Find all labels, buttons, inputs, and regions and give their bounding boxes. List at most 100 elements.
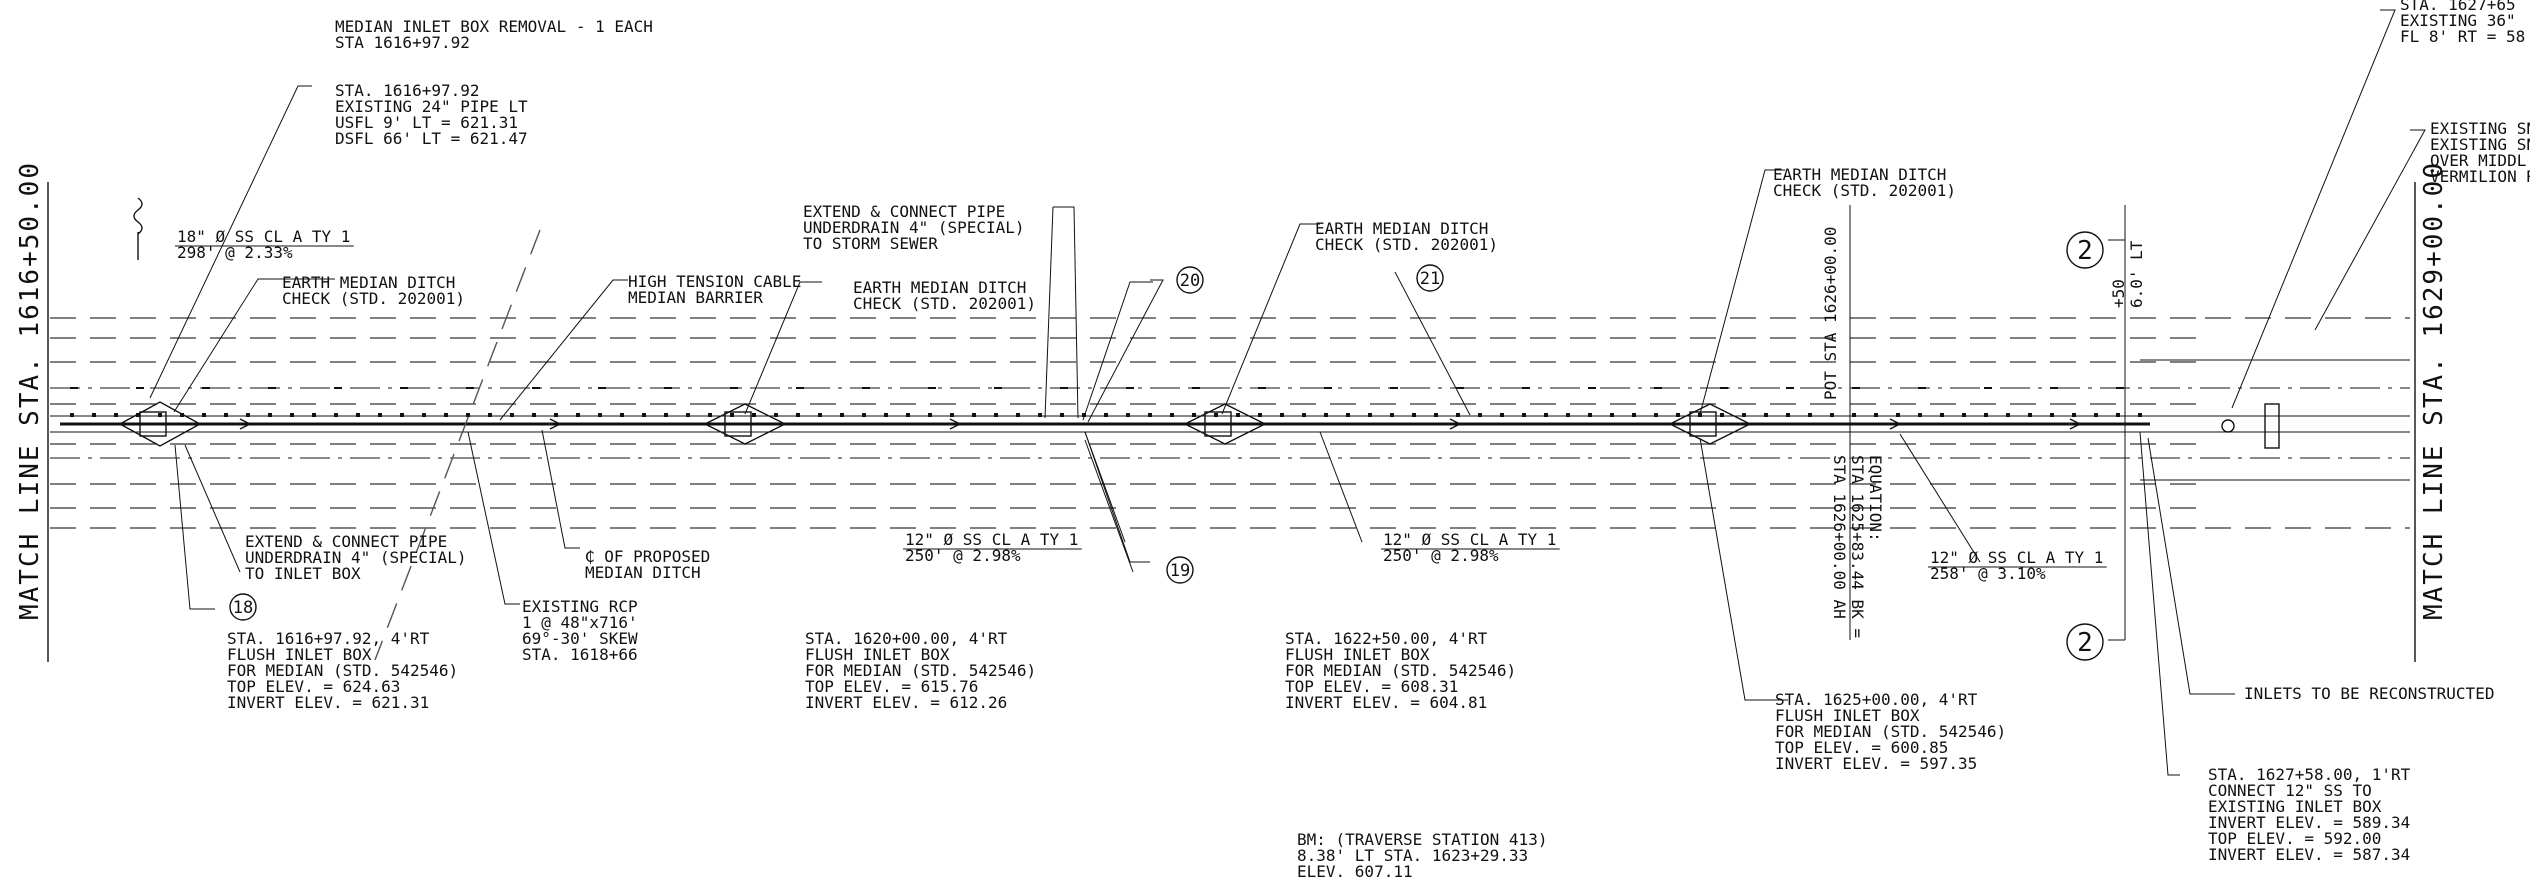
equation-line-1: EQUATION: [1866, 455, 1885, 542]
barrier-post [488, 413, 492, 417]
note-line: FOR MEDIAN (STD. 542546) [805, 661, 1036, 680]
callout-bubble-20: 20 [1176, 266, 1204, 294]
barrier-post [532, 413, 536, 417]
note-line: TOP ELEV. = 624.63 [227, 677, 400, 696]
barrier-post [1060, 413, 1064, 417]
barrier-post [136, 413, 140, 417]
svg-text:19: 19 [1170, 561, 1190, 581]
note-line: VERMILION R [2430, 167, 2530, 186]
inlet-box-symbols [118, 401, 2280, 449]
note-bm: BM: (TRAVERSE STATION 413)8.38' LT STA. … [1297, 830, 1547, 881]
barrier-post [972, 413, 976, 417]
note-line: FOR MEDIAN (STD. 542546) [227, 661, 458, 680]
note-line: CHECK (STD. 202001) [1315, 235, 1498, 254]
barrier-post [1522, 413, 1526, 417]
note-line: INVERT ELEV. = 621.31 [227, 693, 429, 712]
note-line: TOP ELEV. = 608.31 [1285, 677, 1458, 696]
barrier-post [576, 413, 580, 417]
barrier-post [2050, 413, 2054, 417]
barrier-post [620, 413, 624, 417]
note-line: EXISTING SN [2430, 119, 2530, 138]
note-line: INVERT ELEV. = 587.34 [2208, 845, 2410, 864]
barrier-post [1412, 413, 1416, 417]
note-line: 258' @ 3.10% [1930, 564, 2046, 583]
callout-bubble-18: 18 [229, 593, 257, 621]
note-line: STA. 1627+58.00, 1'RT [2208, 765, 2411, 784]
svg-text:20: 20 [1180, 271, 1200, 291]
barrier-post [510, 413, 514, 417]
svg-text:2: 2 [2077, 236, 2093, 266]
barrier-post [664, 413, 668, 417]
offset-distance: 6.0' LT [2127, 240, 2146, 308]
barrier-post [1742, 413, 1746, 417]
flow-arrows [239, 418, 2081, 430]
barrier-post [92, 413, 96, 417]
note-line: EXISTING 24" PIPE LT [335, 97, 528, 116]
note-line: EXISTING RCP [522, 597, 638, 616]
note-line: ELEV. 607.11 [1297, 862, 1413, 881]
note-line: EXTEND & CONNECT PIPE [245, 532, 447, 551]
barrier-post [1830, 413, 1834, 417]
barrier-post [1500, 413, 1504, 417]
note-line: 250' @ 2.98% [905, 546, 1021, 565]
note-line: FL 8' RT = 58 [2400, 27, 2525, 46]
break-symbol [133, 197, 143, 260]
roadway-linework [50, 317, 2410, 529]
barrier-post [290, 413, 294, 417]
note-line: MEDIAN INLET BOX REMOVAL - 1 EACH [335, 17, 653, 36]
barrier-post [1456, 413, 1460, 417]
pot-station-label: POT STA 1626+00.00 [1821, 227, 1840, 400]
barrier-post [1214, 413, 1218, 417]
existing-rcp-line [374, 229, 541, 661]
note-line: INVERT ELEV. = 612.26 [805, 693, 1007, 712]
barrier-post [730, 413, 734, 417]
note-line: MEDIAN BARRIER [628, 288, 763, 307]
equation-line-3: STA 1626+00.00 AH [1830, 455, 1849, 619]
barrier-post [1082, 413, 1086, 417]
barrier-post [2006, 413, 2010, 417]
note-line: 69°-30' SKEW [522, 629, 638, 648]
note-line: INLETS TO BE RECONSTRUCTED [2244, 684, 2494, 703]
barrier-post [202, 413, 206, 417]
note-line: FLUSH INLET BOX [805, 645, 950, 664]
note-line: USFL 9' LT = 621.31 [335, 113, 518, 132]
leader-lines [149, 9, 2426, 776]
note-line: CONNECT 12" SS TO [2208, 781, 2372, 800]
note-line: UNDERDRAIN 4" (SPECIAL) [803, 218, 1025, 237]
barrier-post [1588, 413, 1592, 417]
barrier-post [1610, 413, 1614, 417]
barrier-post [1764, 413, 1768, 417]
note-line: EXISTING SN [2430, 135, 2530, 154]
note-line: FOR MEDIAN (STD. 542546) [1775, 722, 2006, 741]
barrier-post [862, 413, 866, 417]
barrier-post [1258, 413, 1262, 417]
note-line: STA. 1616+97.92 [335, 81, 480, 100]
barrier-post [554, 413, 558, 417]
barrier-post [752, 413, 756, 417]
callout-bubble-19: 19 [1166, 556, 1194, 584]
match-line-right-label: MATCH LINE STA. 1629+00.00 [2419, 161, 2449, 620]
note-inlets-reconstructed: INLETS TO BE RECONSTRUCTED [2244, 684, 2494, 703]
barrier-post [840, 413, 844, 417]
barrier-post [1126, 413, 1130, 417]
barrier-post [1940, 413, 1944, 417]
barrier-post [224, 413, 228, 417]
note-line: TOP ELEV. = 615.76 [805, 677, 978, 696]
note-line: STA. 1618+66 [522, 645, 638, 664]
barrier-post [114, 413, 118, 417]
barrier-post [906, 413, 910, 417]
note-line: 12" Ø SS CL A TY 1 [1383, 530, 1556, 549]
note-line: FLUSH INLET BOX [1285, 645, 1430, 664]
barrier-post [1016, 413, 1020, 417]
